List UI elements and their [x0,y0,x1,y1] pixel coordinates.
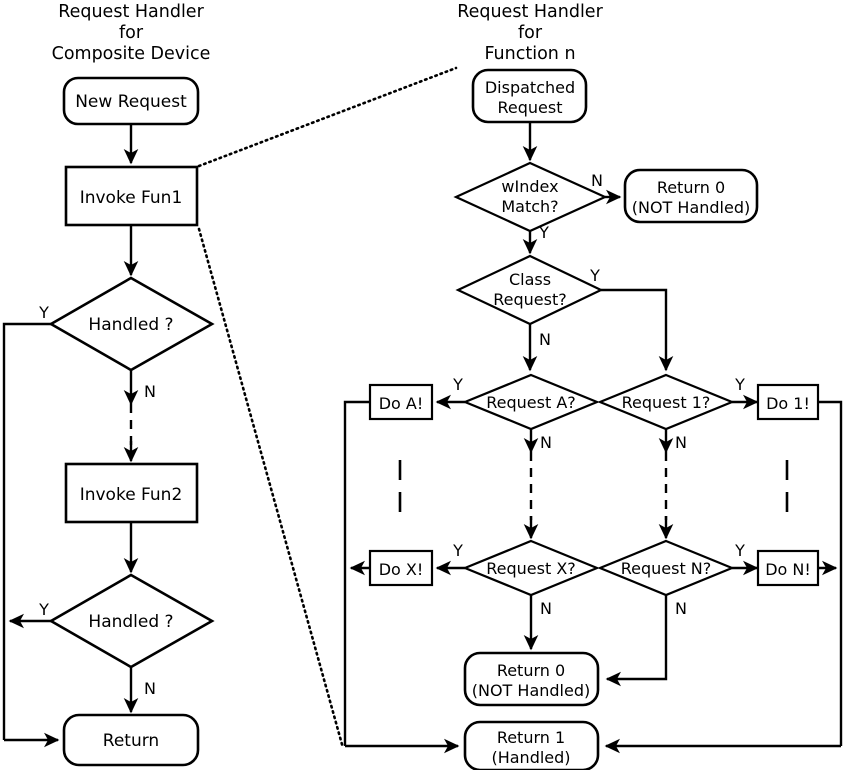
label-request-a-no: N [540,433,552,452]
node-windex-match-line2: Match? [501,197,558,216]
node-return1[interactable] [463,720,600,770]
label-request-a-yes: Y [452,375,463,394]
label-handled-2-no: N [144,679,156,698]
edge-doa-rail [343,400,370,746]
label-request-x-yes: Y [452,541,463,560]
node-return0-bottom[interactable] [463,651,600,707]
node-handled-1-label: Handled ? [88,315,173,335]
node-return0-bottom-line1: Return 0 [497,661,565,680]
label-class-no: N [539,330,551,349]
node-invoke-fun1-label: Invoke Fun1 [80,188,183,208]
node-dispatched-request-line2: Request [498,98,563,117]
node-return0-top-line1: Return 0 [657,178,725,197]
node-dispatched-request-line1: Dispatched [485,78,575,97]
title-right: Request Handler for Function n [457,2,603,64]
node-invoke-fun2[interactable] [64,462,199,524]
node-return-left[interactable] [62,713,200,767]
label-windex-no: N [591,171,603,190]
node-return0-top-line2: (NOT Handled) [632,198,750,217]
node-do-a[interactable] [368,383,434,421]
label-request-n-yes: Y [734,541,745,560]
label-request-n-no: N [675,599,687,618]
node-request-x-label: Request X? [486,559,576,578]
node-do-n-label: Do N! [765,560,811,579]
node-windex-match-line1: wIndex [501,177,558,196]
node-request-1-label: Request 1? [622,393,711,412]
leader-line-top [197,66,458,168]
title-left-line1: Request Handler [58,2,204,22]
node-do-1-label: Do 1! [766,394,810,413]
node-return1-line2: (Handled) [491,748,570,767]
node-request-n-label: Request N? [621,559,712,578]
title-right-line2: for [518,23,543,43]
label-request-x-no: N [540,599,552,618]
node-do-1[interactable] [756,383,820,421]
node-return1-line1: Return 1 [497,728,565,747]
node-do-a-label: Do A! [379,394,424,413]
node-class-request-line2: Request? [493,290,566,309]
node-do-x-label: Do X! [379,560,424,579]
label-request-1-no: N [675,433,687,452]
edge-do1-rail [818,400,843,746]
edge-class-yes-to-request1 [601,288,674,372]
title-left: Request Handler for Composite Device [52,2,211,64]
node-class-request-line1: Class [509,270,551,289]
node-return0-bottom-line2: (NOT Handled) [472,681,590,700]
label-handled-1-no: N [144,382,156,401]
label-windex-yes: Y [538,223,549,242]
node-invoke-fun2-label: Invoke Fun2 [80,485,183,505]
title-right-line1: Request Handler [457,2,603,22]
leader-line-bottom [197,227,345,750]
title-left-line2: for [119,23,144,43]
edge-requestn-no-to-return0 [605,595,668,687]
title-left-line3: Composite Device [52,44,211,64]
node-return-left-label: Return [103,731,159,751]
node-request-a-label: Request A? [486,393,576,412]
node-invoke-fun1[interactable] [64,165,199,227]
edge-handled1-yes-rail [2,322,51,740]
node-handled-2-label: Handled ? [88,612,173,632]
node-return0-top[interactable] [623,168,759,224]
title-right-line3: Function n [484,44,575,64]
label-handled-2-yes: Y [38,600,49,619]
node-new-request-label: New Request [75,92,187,112]
label-handled-1-yes: Y [38,303,49,322]
label-request-1-yes: Y [734,375,745,394]
label-class-yes: Y [589,266,600,285]
